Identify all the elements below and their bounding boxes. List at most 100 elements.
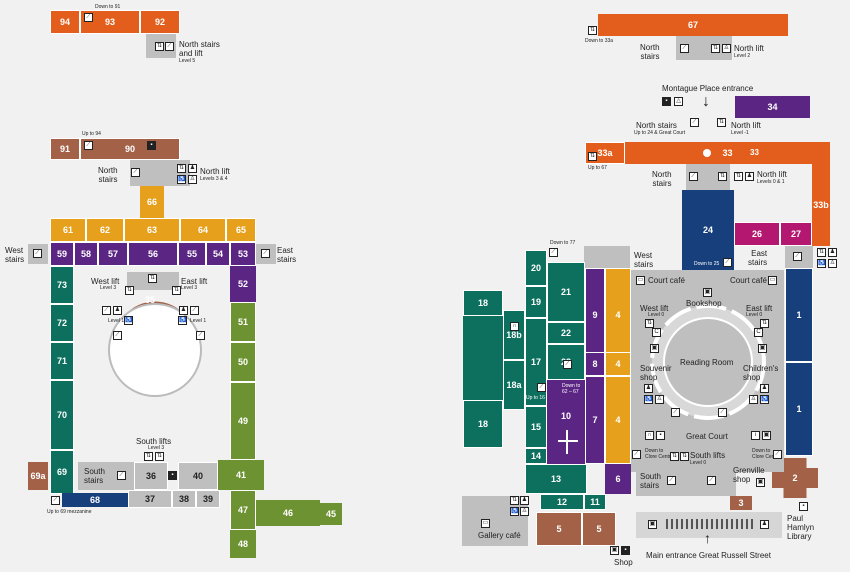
stairs-icon: ⟋ <box>723 258 732 267</box>
room-39[interactable]: 39 <box>196 490 220 508</box>
room-69[interactable]: 69 <box>50 450 74 494</box>
room-73[interactable]: 73 <box>50 266 74 304</box>
room-49[interactable]: 49 <box>230 382 256 460</box>
room-72[interactable]: 72 <box>50 304 74 342</box>
cafe-icon: C <box>754 328 763 337</box>
room-38[interactable]: 38 <box>172 490 196 508</box>
room-4[interactable]: 4 <box>605 268 631 362</box>
room-4-south[interactable]: 4 <box>605 376 631 464</box>
room-33b[interactable]: 33b <box>812 164 830 246</box>
stairs-icon: ⟋ <box>718 408 727 417</box>
room-52[interactable]: 52 <box>230 266 256 302</box>
room-57[interactable]: 57 <box>98 242 128 266</box>
room-19[interactable]: 19 <box>525 286 547 318</box>
room-18a[interactable]: 18a <box>503 360 525 410</box>
lift-icon: ⇅ <box>680 452 689 461</box>
room-48[interactable]: 48 <box>230 530 256 558</box>
room-90[interactable]: 90 <box>80 138 180 160</box>
room-3[interactable]: 3 <box>730 496 752 510</box>
room-70[interactable]: 70 <box>50 380 74 450</box>
room-51[interactable]: 51 <box>230 302 256 342</box>
room-5-east[interactable]: 5 <box>582 512 616 546</box>
stairs-icon: ⟋ <box>131 168 140 177</box>
room-18b[interactable]: 18b <box>503 310 525 360</box>
room-12[interactable]: 12 <box>540 494 584 510</box>
room-7[interactable]: 7 <box>585 376 605 464</box>
room-1-south[interactable]: 1 <box>785 362 813 456</box>
toilets-icon: ♟ <box>179 306 188 315</box>
room-27[interactable]: 27 <box>780 222 812 246</box>
room-34[interactable]: 34 <box>735 96 810 118</box>
stairs-icon: ⟋ <box>689 172 698 181</box>
room-18[interactable]: 18 <box>463 290 503 316</box>
lift-icon: ⇅ <box>670 452 679 461</box>
east-stairs-label: East stairs <box>277 246 297 264</box>
room-69a[interactable]: 69a <box>28 462 48 490</box>
room-36[interactable]: 36 <box>134 462 168 490</box>
room-37[interactable]: 37 <box>128 490 172 508</box>
room-8[interactable]: 8 <box>585 352 605 376</box>
room-40[interactable]: 40 <box>178 462 218 490</box>
lift-icon: ⇅ <box>734 172 743 181</box>
stairs-icon: ⟋ <box>113 331 122 340</box>
room-54[interactable]: 54 <box>206 242 230 266</box>
room-94[interactable]: 94 <box>50 10 80 34</box>
room-21[interactable]: 21 <box>547 262 585 322</box>
room-35[interactable]: 35 <box>144 295 155 305</box>
room-10[interactable]: 10 <box>560 411 571 421</box>
north-lift-label: North lift <box>200 167 230 176</box>
room-18-south[interactable]: 18 <box>463 400 503 448</box>
room-62[interactable]: 62 <box>86 218 124 242</box>
dome-marker <box>703 149 711 157</box>
room-24[interactable]: 24 <box>682 190 734 270</box>
paul-hamlyn-label: Paul Hamlyn Library <box>787 514 815 541</box>
stairs-icon: ⟋ <box>632 450 641 459</box>
room-11[interactable]: 11 <box>584 494 606 510</box>
room-20[interactable]: 20 <box>525 250 547 286</box>
room-64[interactable]: 64 <box>180 218 226 242</box>
room-67[interactable]: 67 <box>598 14 788 36</box>
room-5[interactable]: 5 <box>536 512 582 546</box>
room-92[interactable]: 92 <box>140 10 180 34</box>
up-to-94-label: Up to 94 <box>82 131 101 137</box>
room-17[interactable]: 17 <box>525 318 547 406</box>
shop-label: Shop <box>614 558 633 567</box>
cafe-icon: ▭ <box>768 276 777 285</box>
main-entrance-label: Main entrance Great Russell Street <box>646 551 771 560</box>
room-1[interactable]: 1 <box>785 268 813 362</box>
room-66[interactable]: 66 <box>140 186 164 218</box>
stairs-icon: ⟋ <box>33 249 42 258</box>
room-71[interactable]: 71 <box>50 342 74 380</box>
room-47[interactable]: 47 <box>230 490 256 530</box>
room-33[interactable]: 33 <box>625 142 830 164</box>
stairs-icon: ⟋ <box>117 471 126 480</box>
room-41[interactable]: 41 <box>218 460 264 490</box>
east-lift-label: East lift <box>181 277 208 286</box>
room-63[interactable]: 63 <box>124 218 180 242</box>
room-61[interactable]: 61 <box>50 218 86 242</box>
room-91[interactable]: 91 <box>50 138 80 160</box>
room-65[interactable]: 65 <box>226 218 256 242</box>
room-55[interactable]: 55 <box>178 242 206 266</box>
room-45[interactable]: 45 <box>320 503 342 525</box>
room-14[interactable]: 14 <box>525 448 547 464</box>
room-68[interactable]: 68 <box>62 493 128 507</box>
room-15[interactable]: 15 <box>525 406 547 448</box>
room-58[interactable]: 58 <box>74 242 98 266</box>
room-59[interactable]: 59 <box>50 242 74 266</box>
information-icon: i <box>751 431 760 440</box>
room-6[interactable]: 6 <box>605 464 631 494</box>
room-22[interactable]: 22 <box>547 322 585 344</box>
room-56[interactable]: 56 <box>128 242 178 266</box>
room-13[interactable]: 13 <box>525 464 587 494</box>
toilets-icon: ♙ <box>188 175 197 184</box>
lift-icon: ⇅ <box>510 496 519 505</box>
room-4-mid[interactable]: 4 <box>605 352 631 376</box>
lift-icon: ⇅ <box>718 172 727 181</box>
room-46[interactable]: 46 <box>256 500 320 526</box>
room-9[interactable]: 9 <box>585 268 605 362</box>
room-26[interactable]: 26 <box>734 222 780 246</box>
room-53[interactable]: 53 <box>230 242 256 266</box>
room-50[interactable]: 50 <box>230 342 256 382</box>
west-stairs-label: West stairs <box>5 246 25 264</box>
